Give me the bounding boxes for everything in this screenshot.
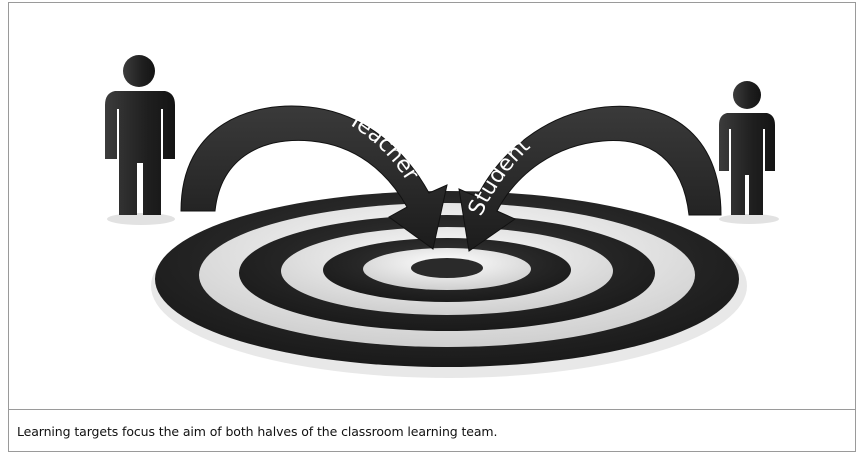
caption-divider (9, 409, 855, 410)
figure-caption: Learning targets focus the aim of both h… (17, 424, 498, 439)
target-bullseye (411, 258, 483, 278)
teacher-figure-icon (105, 55, 175, 225)
figure-frame: Teacher Student Learning targets focus t… (8, 2, 856, 452)
target-icon (151, 191, 747, 378)
learning-target-illustration: Teacher Student (105, 55, 779, 378)
student-figure-icon (719, 81, 779, 224)
